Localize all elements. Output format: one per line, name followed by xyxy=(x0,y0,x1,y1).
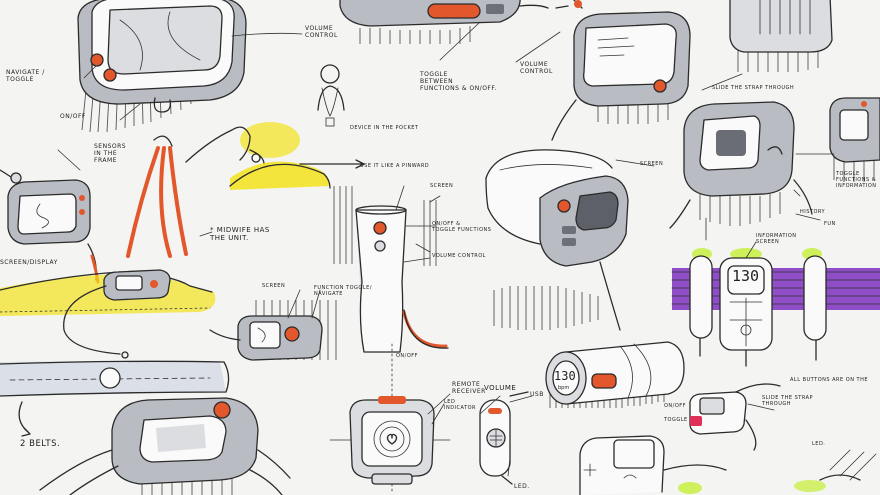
label-screen-right: Screen xyxy=(640,161,664,167)
yellow-band-sketch xyxy=(0,269,216,359)
label-led-bottom: LED. xyxy=(514,483,530,490)
wrist-device-sketch xyxy=(485,149,629,331)
device-sketch-right xyxy=(669,101,813,229)
belt-sketch xyxy=(0,360,230,437)
device-sketch-top-bar xyxy=(339,0,583,44)
device-sketch-bottom-center xyxy=(329,343,451,495)
label-device-pocket: Device in the pocket xyxy=(350,125,419,131)
label-all-buttons: All buttons are on the xyxy=(790,377,869,383)
label-navigate-toggle: Navigate /Toggle xyxy=(6,69,45,83)
device-sketch-lower-mid xyxy=(209,300,337,361)
label-remote-receiver: Remotereceiver xyxy=(452,381,486,395)
label-slide-strap: Slide the strap through xyxy=(712,85,795,91)
label-volume-control-top: Volumecontrol xyxy=(305,25,338,39)
purple-band-sketch xyxy=(671,248,880,367)
label-small-note-1: Slide the strapthrough xyxy=(762,395,814,407)
heart-rate-display-purple: 130 xyxy=(732,267,760,285)
label-small-note-2: On/off xyxy=(664,403,687,409)
label-led-small: LEDindicator xyxy=(444,399,477,411)
label-two-belts: 2 Belts. xyxy=(20,439,61,449)
label-volume-lower: Volume xyxy=(484,384,517,392)
label-toggle-functions: Togglebetweenfunctions & on/off. xyxy=(420,71,497,92)
bpm-unit-label: bpm xyxy=(558,385,570,391)
leader-lines xyxy=(57,21,835,477)
heart-rate-display-cylinder: 130 xyxy=(554,369,576,383)
device-sketch-cylinder xyxy=(545,341,685,408)
tower-device-sketch xyxy=(333,186,449,353)
label-history: History xyxy=(800,209,826,215)
label-screen-lower: Screen xyxy=(262,283,286,289)
label-small-note-3: Toggle xyxy=(664,417,688,423)
label-function-toggle: Function toggle/navigate xyxy=(314,285,372,297)
device-sketch-lower-right xyxy=(579,383,877,495)
label-on-off-lower: On/off xyxy=(396,353,419,359)
device-sketch-top-right xyxy=(551,11,691,141)
label-usb: USB xyxy=(530,391,544,398)
device-sketch-top-left xyxy=(77,0,247,133)
device-sketch-bottom-left xyxy=(39,397,291,495)
device-sketch-far-top-right xyxy=(729,0,833,72)
label-screen-mid: Screen xyxy=(430,183,454,189)
label-volume-control-mid: Volumecontrol xyxy=(520,61,553,75)
label-toggle-right: Togglefunctions &information xyxy=(836,171,877,189)
label-info-screen: Informationscreen xyxy=(756,233,797,245)
label-midwife-unit: * Midwife has the unit. xyxy=(210,226,270,243)
label-on-off-toggle: On/off &toggle functions xyxy=(432,221,492,233)
label-screen-display: Screen/display xyxy=(0,259,58,266)
label-volume-control-tower: Volume control xyxy=(432,253,486,259)
device-sketch-left-edge xyxy=(0,169,100,284)
strap-sketch xyxy=(126,135,188,258)
label-sensors-frame: Sensorsin theframe xyxy=(94,143,127,164)
device-sketch-bottom-slim xyxy=(479,391,529,485)
pinard-sketch xyxy=(185,122,365,190)
person-sketch xyxy=(317,64,345,127)
label-fun: fun xyxy=(824,221,836,227)
label-use-pinward: Use it like a pinward xyxy=(360,163,430,169)
label-led-right: LED. xyxy=(812,441,826,447)
label-on-off-left: On/off xyxy=(60,113,86,120)
device-sketch-far-right xyxy=(829,97,880,182)
